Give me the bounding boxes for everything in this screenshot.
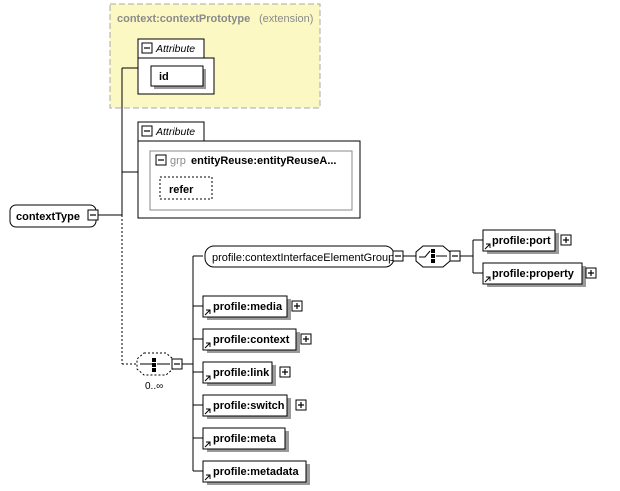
element-box[interactable]: [482, 229, 556, 252]
element-box[interactable]: [202, 361, 273, 384]
root-connectors: [98, 67, 138, 365]
ref-arrow-icon: [204, 342, 211, 349]
element-box[interactable]: [482, 262, 583, 285]
attribute-group-id: Attribute id: [137, 38, 215, 95]
sequence-cardinality: 0..∞: [145, 381, 163, 392]
element-box[interactable]: [202, 394, 288, 417]
attribute-id-box[interactable]: [150, 65, 204, 87]
expand-icon[interactable]: [300, 333, 312, 345]
element-label: profile:port: [492, 235, 551, 247]
expand-icon[interactable]: [279, 366, 291, 378]
element-profile-meta[interactable]: profile:meta: [202, 427, 289, 452]
sequence-connectors: [182, 255, 203, 472]
attribute-header-label: Attribute: [155, 126, 195, 138]
ref-arrow-icon: [204, 375, 211, 382]
expand-icon[interactable]: [585, 267, 597, 279]
element-box[interactable]: [202, 295, 288, 318]
element-label: profile:context: [213, 334, 290, 346]
group-reference-label: profile:contextInterfaceElementGroup: [212, 252, 394, 264]
group-reference[interactable]: profile:contextInterfaceElementGroup: [204, 245, 404, 268]
extension-suffix: (extension): [259, 13, 313, 25]
collapse-icon[interactable]: [449, 250, 461, 262]
collapse-icon[interactable]: [171, 358, 183, 370]
element-profile-metadata[interactable]: profile:metadata: [202, 460, 310, 485]
sequence-compositor[interactable]: 0..∞: [136, 352, 183, 392]
expand-icon[interactable]: [295, 399, 307, 411]
collapse-icon[interactable]: [141, 125, 153, 137]
element-label: profile:metadata: [213, 466, 299, 478]
collapse-icon[interactable]: [87, 209, 99, 221]
element-profile-port[interactable]: profile:port: [482, 229, 572, 254]
group-name: entityReuse:entityReuseA...: [191, 155, 336, 167]
element-profile-switch[interactable]: profile:switch: [202, 394, 307, 419]
element-box[interactable]: [202, 328, 297, 351]
element-label: profile:link: [213, 367, 270, 379]
attribute-header-label: Attribute: [155, 43, 195, 55]
group-prefix: grp: [170, 155, 186, 167]
extension-block: context:contextPrototype (extension) Att…: [109, 3, 321, 109]
attribute-id-label: id: [159, 71, 169, 83]
element-label: profile:meta: [213, 433, 277, 445]
element-profile-context[interactable]: profile:context: [202, 328, 312, 353]
element-box[interactable]: [202, 427, 286, 450]
ref-arrow-icon: [204, 474, 211, 481]
attribute-refer-label: refer: [169, 184, 194, 196]
expand-icon[interactable]: [291, 300, 303, 312]
element-label: profile:switch: [213, 400, 285, 412]
element-label: profile:property: [492, 268, 575, 280]
choice-compositor[interactable]: [415, 245, 461, 268]
choice-connectors: [460, 239, 483, 274]
element-label: profile:media: [213, 301, 283, 313]
expand-icon[interactable]: [560, 234, 572, 246]
element-profile-property[interactable]: profile:property: [482, 262, 597, 287]
collapse-icon[interactable]: [155, 154, 167, 166]
ref-arrow-icon: [204, 408, 211, 415]
root-element[interactable]: contextType: [9, 204, 99, 228]
ref-arrow-icon: [204, 309, 211, 316]
element-profile-media[interactable]: profile:media: [202, 295, 303, 320]
ref-arrow-icon: [484, 276, 491, 283]
element-box[interactable]: [202, 460, 307, 483]
extension-title: context:contextPrototype: [117, 13, 250, 25]
root-element-label: contextType: [16, 211, 80, 223]
collapse-icon[interactable]: [141, 42, 153, 54]
ref-arrow-icon: [204, 441, 211, 448]
element-profile-link[interactable]: profile:link: [202, 361, 291, 386]
ref-arrow-icon: [484, 243, 491, 250]
attribute-group-refer: Attribute grp entityReuse:entityReuseA..…: [137, 121, 361, 219]
collapse-icon[interactable]: [392, 250, 404, 262]
attribute-refer-box[interactable]: [159, 176, 213, 200]
